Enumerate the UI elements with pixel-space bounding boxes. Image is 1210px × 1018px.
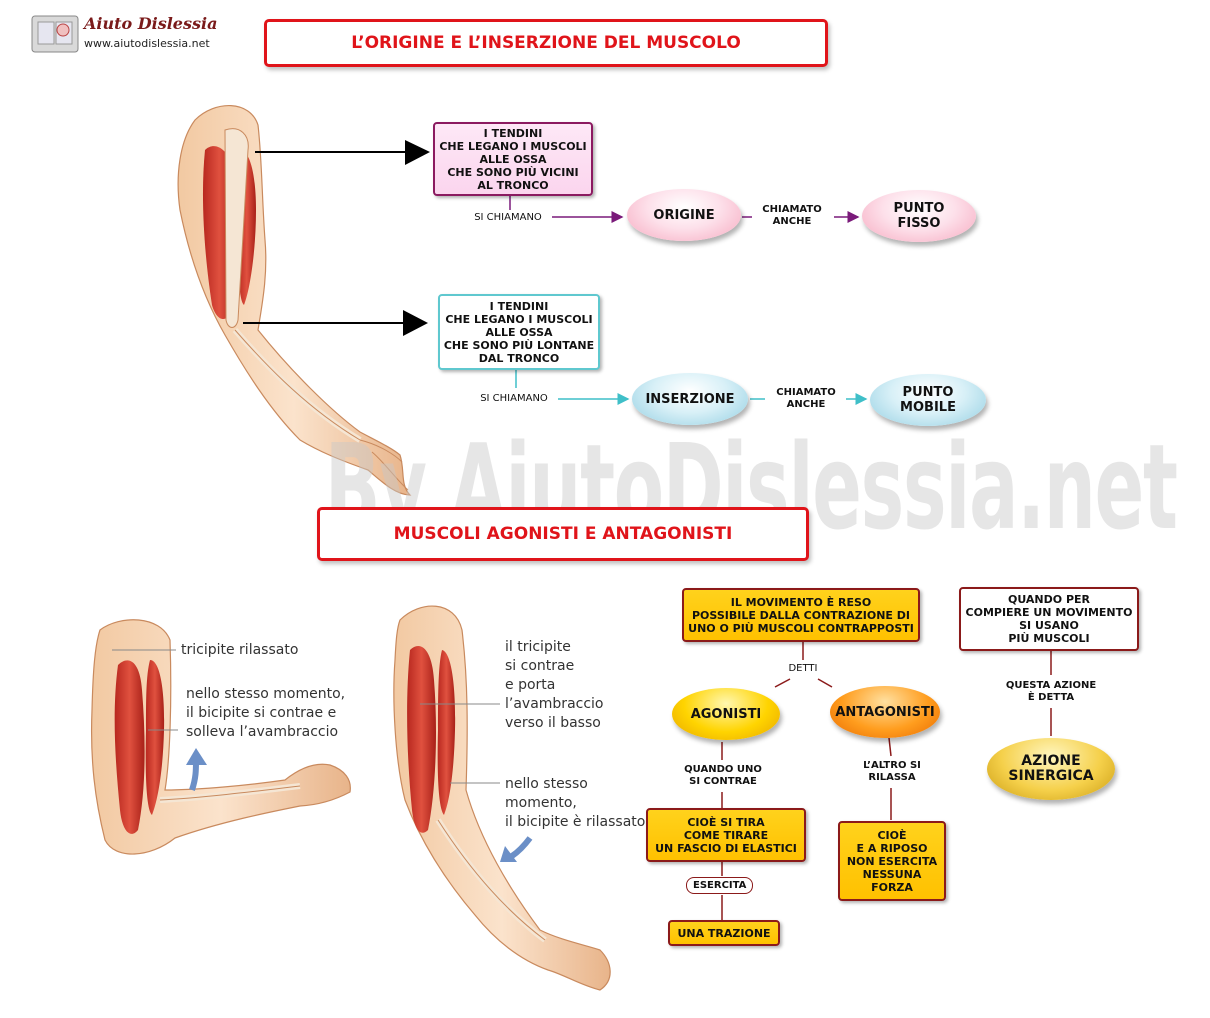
questa-azione-label: QUESTA AZIONE È DETTA bbox=[1005, 680, 1097, 703]
origine-link-label: SI CHIAMANO bbox=[474, 212, 542, 223]
origine-chiamato-label: CHIAMATO ANCHE bbox=[762, 204, 822, 227]
punto-fisso-node: PUNTO FISSO bbox=[862, 190, 976, 242]
trazione-box: UNA TRAZIONE bbox=[668, 920, 780, 946]
inserzione-description-box: I TENDINI CHE LEGANO I MUSCOLI ALLE OSSA… bbox=[438, 294, 600, 370]
title-agonisti: MUSCOLI AGONISTI E ANTAGONISTI bbox=[317, 507, 809, 561]
azione-sinergica-node: AZIONE SINERGICA bbox=[987, 738, 1115, 800]
inserzione-chiamato-label: CHIAMATO ANCHE bbox=[776, 387, 836, 410]
inserzione-link-label: SI CHIAMANO bbox=[480, 393, 548, 404]
insertion-arrow bbox=[243, 310, 428, 336]
agonisti-node: AGONISTI bbox=[672, 688, 780, 740]
extended-arm-illustration bbox=[177, 105, 412, 496]
label-bicipite-contrae: nello stesso momento, il bicipite si con… bbox=[186, 686, 346, 740]
inserzione-node: INSERZIONE bbox=[632, 373, 748, 425]
punto-mobile-node: PUNTO MOBILE bbox=[870, 374, 986, 426]
logo-icon bbox=[31, 15, 79, 53]
cioe-tira-box: CIOÈ SI TIRA COME TIRARE UN FASCIO DI EL… bbox=[646, 808, 806, 862]
piu-muscoli-box: QUANDO PER COMPIERE UN MOVIMENTO SI USAN… bbox=[959, 587, 1139, 651]
label-bicipite-rilassato: nello stesso momento, il bicipite è rila… bbox=[505, 776, 646, 830]
lowered-arm-illustration bbox=[393, 605, 611, 991]
origin-arrow bbox=[255, 140, 430, 165]
origine-description-box: I TENDINI CHE LEGANO I MUSCOLI ALLE OSSA… bbox=[433, 122, 593, 196]
antagonisti-node: ANTAGONISTI bbox=[830, 686, 940, 738]
label-tricipite-contrae: il tricipite si contrae e porta l’avambr… bbox=[505, 639, 604, 731]
altro-rilassa-label: L’ALTRO SI RILASSA bbox=[863, 760, 921, 783]
label-tricipite-rilassato: tricipite rilassato bbox=[181, 642, 299, 658]
origine-node: ORIGINE bbox=[627, 189, 741, 241]
movimento-box: IL MOVIMENTO È RESO POSSIBILE DALLA CONT… bbox=[682, 588, 920, 642]
logo-url: www.aiutodislessia.net bbox=[84, 37, 210, 50]
esercita-label: ESERCITA bbox=[686, 877, 754, 894]
flexed-arm-illustration bbox=[90, 619, 351, 855]
quando-uno-label: QUANDO UNO SI CONTRAE bbox=[684, 764, 762, 787]
logo-name: Aiuto Dislessia bbox=[84, 14, 218, 33]
up-arrow-icon bbox=[186, 748, 207, 791]
detti-label: DETTI bbox=[788, 663, 818, 674]
down-arrow-icon bbox=[500, 836, 533, 862]
cioe-riposo-box: CIOÈ E A RIPOSO NON ESERCITA NESSUNA FOR… bbox=[838, 821, 946, 901]
title-origine: L’ORIGINE E L’INSERZIONE DEL MUSCOLO bbox=[264, 19, 828, 67]
